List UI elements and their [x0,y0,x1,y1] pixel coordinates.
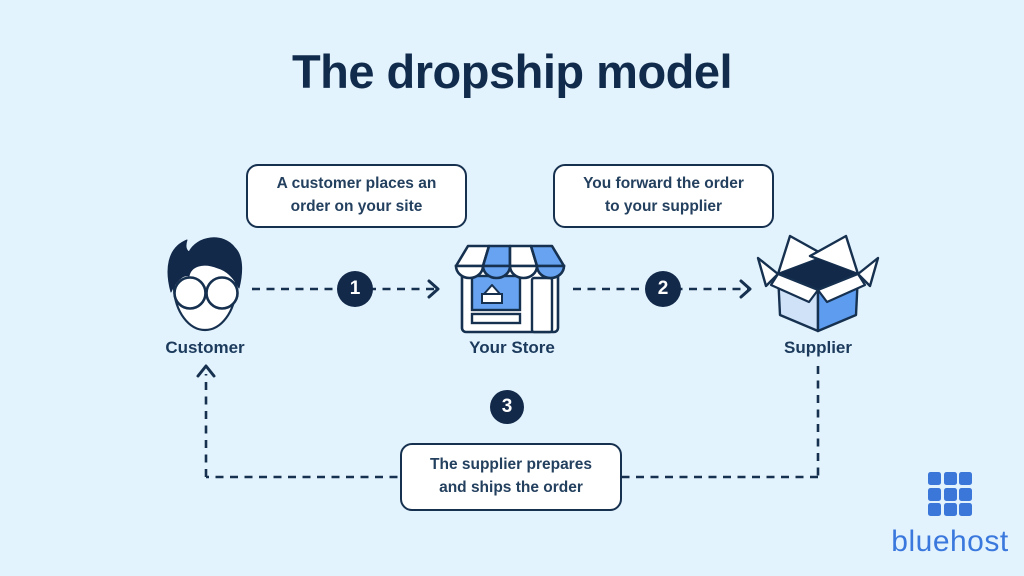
step-badge-2: 2 [645,271,681,307]
supplier-label: Supplier [783,338,852,357]
arrow-step1-head-icon [427,279,440,299]
store-icon [454,244,566,334]
callout-step1-line1: A customer places an [276,175,437,193]
customer-label: Customer [165,338,245,357]
page-title: The dropship model [291,45,733,98]
bluehost-grid-icon [928,472,972,516]
step-badge-1: 1 [337,271,373,307]
callout-step2: You forward the order to your supplier [553,164,774,228]
callout-step3-line2: and ships the order [439,479,583,496]
arrow-step2-head-icon [739,279,752,299]
callout-step3: The supplier prepares and ships the orde… [400,443,622,511]
store-label: Your Store [469,338,555,357]
callout-step1: A customer places an order on your site [246,164,467,228]
callout-step2-line2: to your supplier [604,198,723,215]
callout-step3-line1: The supplier prepares [430,456,592,474]
callout-step2-line1: You forward the order [583,175,744,193]
bluehost-wordmark: bluehost [891,525,1009,558]
step-badge-3: 3 [490,390,524,424]
supplier-box-icon [756,234,880,333]
callout-step1-line2: order on your site [290,198,423,215]
customer-icon [167,237,243,332]
return-path-head-icon [196,364,216,378]
bluehost-logo: bluehost [888,472,1012,559]
